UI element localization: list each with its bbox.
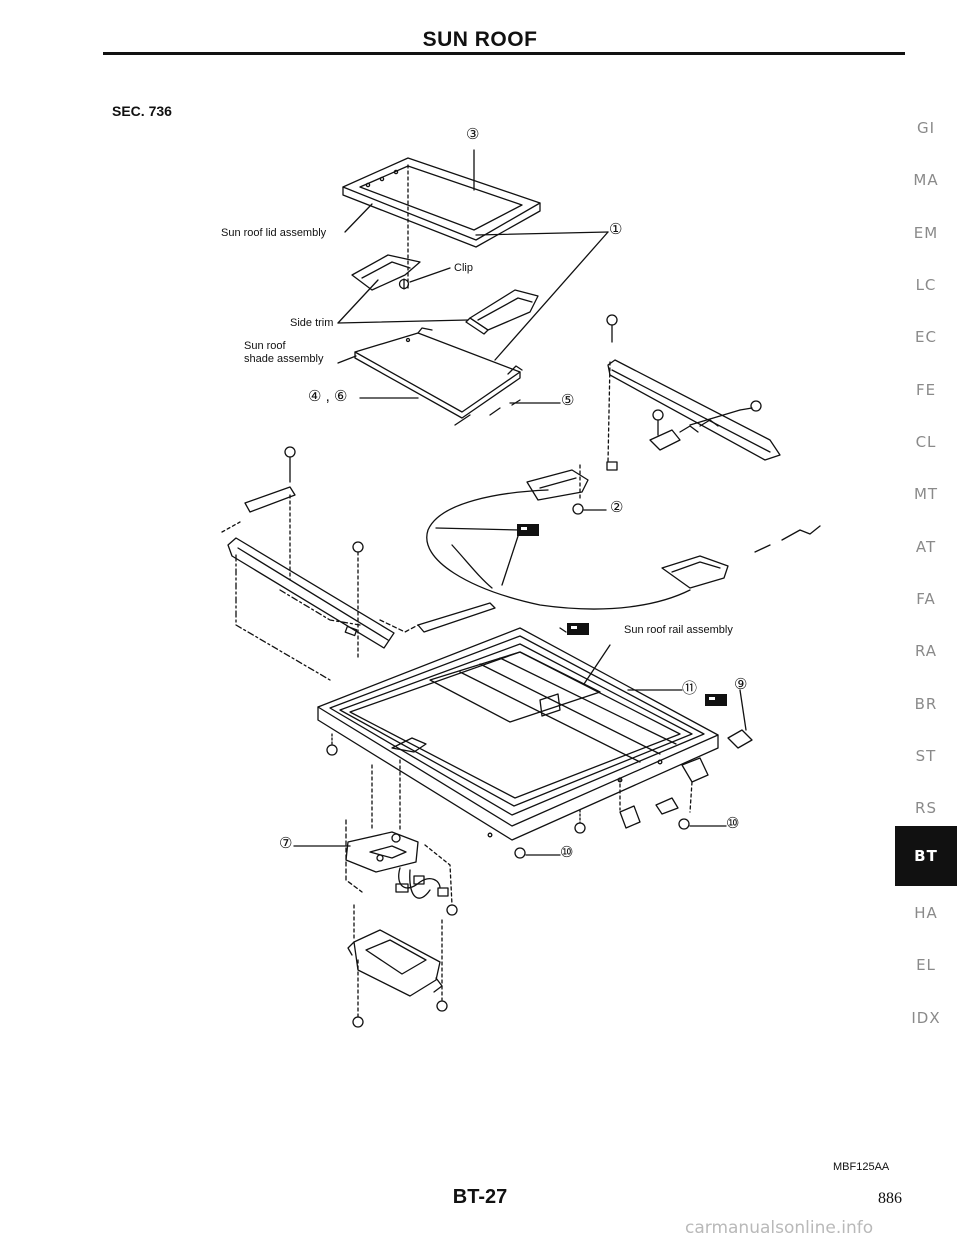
tab-fa[interactable]: FA bbox=[916, 590, 936, 608]
part-number-3: ③ bbox=[466, 126, 480, 143]
leader-1 bbox=[475, 231, 609, 236]
part-number-11: ⑪ bbox=[682, 680, 698, 697]
figure-code: MBF125AA bbox=[833, 1161, 890, 1173]
page-title: SUN ROOF bbox=[422, 28, 538, 51]
tab-ma[interactable]: MA bbox=[913, 171, 939, 189]
drain-hose-right bbox=[727, 689, 753, 749]
tab-bt-active[interactable]: BT bbox=[895, 826, 957, 886]
tab-cl[interactable]: CL bbox=[915, 433, 937, 451]
tab-ec[interactable]: EC bbox=[915, 328, 937, 346]
watermark[interactable]: carmanualsonline.info bbox=[685, 1218, 874, 1238]
part-number-1: ① bbox=[609, 221, 623, 238]
tab-mt[interactable]: MT bbox=[913, 485, 939, 503]
sun-roof-rail-frame bbox=[317, 627, 719, 841]
front-bracket-right bbox=[465, 289, 539, 335]
tab-ra[interactable]: RA bbox=[914, 642, 938, 660]
left-guide-screw bbox=[352, 541, 364, 661]
cable-bracket-center bbox=[526, 464, 607, 515]
section-label: SEC. 736 bbox=[112, 103, 172, 119]
frame-nuts bbox=[326, 733, 586, 859]
motor-assembly bbox=[293, 759, 458, 916]
rail-bolt-right bbox=[689, 400, 762, 426]
label-rail-assembly: Sun roof rail assembly bbox=[624, 624, 733, 636]
part-number-5: ⑤ bbox=[561, 392, 575, 409]
page-number: 886 bbox=[878, 1190, 902, 1207]
leader-rail-seal bbox=[559, 627, 567, 633]
tab-at[interactable]: AT bbox=[915, 538, 937, 556]
part-number-9: ⑨ bbox=[734, 676, 748, 693]
part-number-7: ⑦ bbox=[279, 835, 293, 852]
label-lid-assembly: Sun roof lid assembly bbox=[221, 227, 327, 239]
tab-idx[interactable]: IDX bbox=[911, 1009, 941, 1027]
label-side-trim: Side trim bbox=[290, 317, 334, 329]
leader-side-trim bbox=[337, 319, 469, 324]
tab-lc[interactable]: LC bbox=[915, 276, 937, 294]
tab-el[interactable]: EL bbox=[916, 956, 936, 974]
sun-roof-lid bbox=[342, 157, 541, 248]
part-number-10-center: ⑩ bbox=[560, 844, 574, 861]
part-number-2: ② bbox=[610, 499, 624, 516]
drain-hose-left bbox=[379, 602, 496, 633]
tab-gi[interactable]: GI bbox=[916, 119, 936, 137]
cable-bracket-right bbox=[661, 525, 821, 589]
drive-cable bbox=[426, 489, 691, 610]
label-clip: Clip bbox=[454, 262, 473, 274]
part-number-10-right: ⑩ bbox=[726, 815, 740, 832]
page-code: BT-27 bbox=[452, 1186, 508, 1208]
rear-bracket-right bbox=[619, 757, 727, 830]
part-number-4-6: ④ , ⑥ bbox=[308, 388, 348, 405]
leader-rail bbox=[583, 644, 611, 685]
leader-lid bbox=[344, 203, 373, 233]
label-shade-assembly-line2: shade assembly bbox=[244, 353, 324, 365]
sealant-icon bbox=[517, 524, 727, 706]
tab-br[interactable]: BR bbox=[914, 695, 938, 713]
tab-st[interactable]: ST bbox=[915, 747, 937, 765]
leader-shade bbox=[337, 355, 357, 364]
tab-fe[interactable]: FE bbox=[915, 381, 937, 399]
front-bracket-left bbox=[351, 254, 451, 291]
title-rule bbox=[103, 52, 905, 55]
motor-bracket bbox=[347, 904, 448, 1028]
tab-em[interactable]: EM bbox=[913, 224, 939, 242]
tab-ha[interactable]: HA bbox=[914, 904, 938, 922]
label-shade-assembly-line1: Sun roof bbox=[244, 340, 286, 352]
tab-rs[interactable]: RS bbox=[915, 799, 937, 817]
left-drip-rail bbox=[221, 446, 395, 681]
front-lift-link bbox=[649, 409, 719, 451]
right-guide-rail bbox=[606, 314, 781, 471]
sun-roof-shade bbox=[354, 327, 523, 419]
